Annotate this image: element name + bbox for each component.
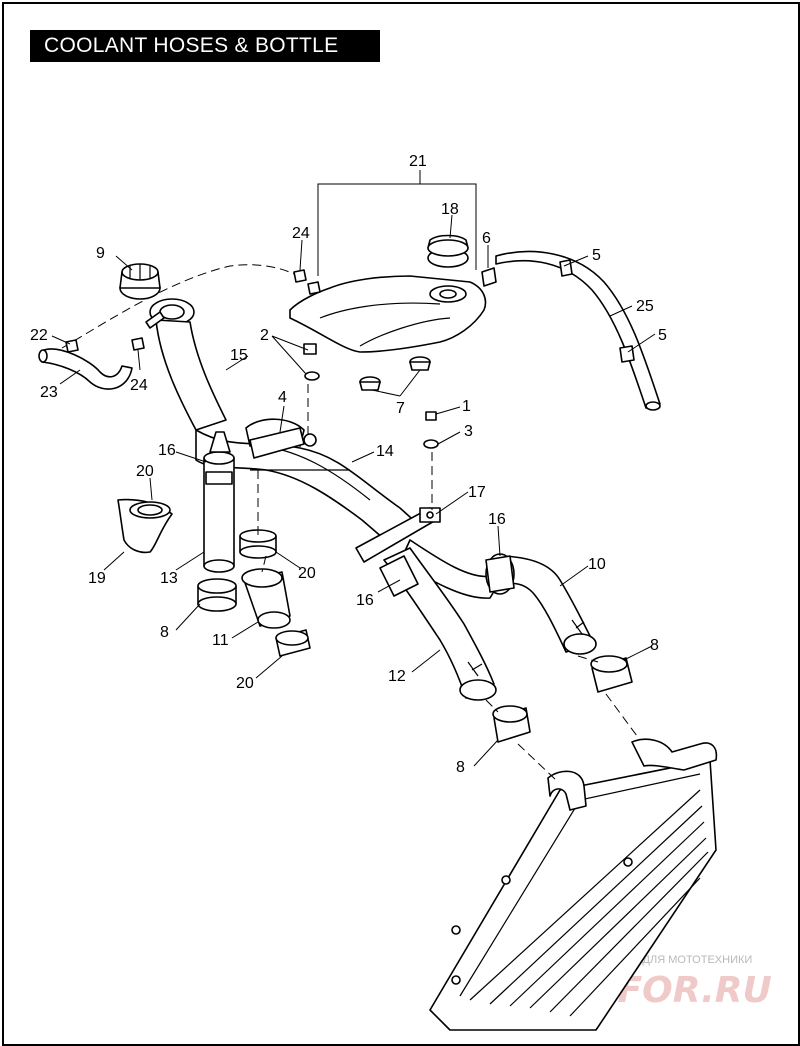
hose-clamp-20-left xyxy=(137,504,163,516)
callout-11: 11 xyxy=(212,632,229,649)
callout-8-bottom: 8 xyxy=(456,759,465,776)
callout-3: 3 xyxy=(464,423,473,440)
callout-25: 25 xyxy=(636,298,654,315)
callout-9: 9 xyxy=(96,245,105,262)
callout-13: 13 xyxy=(160,570,178,587)
hose-clamp-20-mid xyxy=(239,529,277,559)
hose-clamp-24-left xyxy=(131,337,145,351)
radiator xyxy=(429,738,718,1031)
hose-clamp-8-bottom xyxy=(492,705,531,743)
callout-20-bottom: 20 xyxy=(236,675,254,692)
tube-clamp-4 xyxy=(249,427,317,459)
hose-clamp-20-lower xyxy=(275,629,311,657)
callout-8-right: 8 xyxy=(650,637,659,654)
radiator-cap-9 xyxy=(119,263,161,300)
callout-20-mid: 20 xyxy=(298,565,316,582)
callout-18: 18 xyxy=(441,201,459,218)
callout-20-top: 20 xyxy=(136,463,154,480)
hose-fitting-6 xyxy=(481,267,497,287)
callout-2: 2 xyxy=(260,327,269,344)
callout-10: 10 xyxy=(588,556,606,573)
callout-8-left: 8 xyxy=(160,624,169,641)
callout-24-left: 24 xyxy=(130,377,148,394)
overflow-hose-25 xyxy=(495,250,661,411)
callout-12: 12 xyxy=(388,668,406,685)
filler-neck-hose-15 xyxy=(145,298,227,431)
overflow-tube-path xyxy=(61,264,303,349)
callout-5-top: 5 xyxy=(592,247,601,264)
callout-16-left: 16 xyxy=(158,442,176,459)
callout-17: 17 xyxy=(468,484,486,501)
callout-labels: 21 18 24 6 5 9 25 5 22 2 15 23 24 7 1 4 … xyxy=(30,153,667,776)
callout-4: 4 xyxy=(278,389,287,406)
callout-16-right: 16 xyxy=(488,511,506,528)
hose-clip-22 xyxy=(65,339,79,353)
callout-1: 1 xyxy=(462,398,471,415)
grommet-7-right xyxy=(409,356,431,371)
grommet-7-left xyxy=(359,376,381,391)
callout-14: 14 xyxy=(376,443,394,460)
hose-clamp-8-right xyxy=(590,655,633,693)
short-hose-11 xyxy=(241,568,291,629)
callout-7: 7 xyxy=(396,400,405,417)
tube-bracket-17 xyxy=(355,507,441,563)
leader-lines xyxy=(51,170,656,781)
callout-24-top: 24 xyxy=(292,225,310,242)
coolant-bottle-21 xyxy=(289,275,487,353)
hose-clamp-24-top xyxy=(293,269,307,283)
hose-clamp-8-left xyxy=(197,578,237,612)
callout-15: 15 xyxy=(230,347,248,364)
page-title: COOLANT HOSES & BOTTLE xyxy=(30,30,380,62)
screw-2 xyxy=(303,343,320,381)
callout-19: 19 xyxy=(88,570,106,587)
vent-hose-23 xyxy=(38,348,133,390)
callout-22: 22 xyxy=(30,327,48,344)
hose-sleeve-16-right xyxy=(485,555,515,593)
screw-1 xyxy=(423,411,439,449)
coolant-tube-13 xyxy=(203,431,235,573)
callout-5-bottom: 5 xyxy=(658,327,667,344)
bottle-cap-18 xyxy=(427,234,469,268)
callout-23: 23 xyxy=(40,384,58,401)
callout-16-center: 16 xyxy=(356,592,374,609)
callout-21: 21 xyxy=(409,153,427,170)
callout-6: 6 xyxy=(482,230,491,247)
